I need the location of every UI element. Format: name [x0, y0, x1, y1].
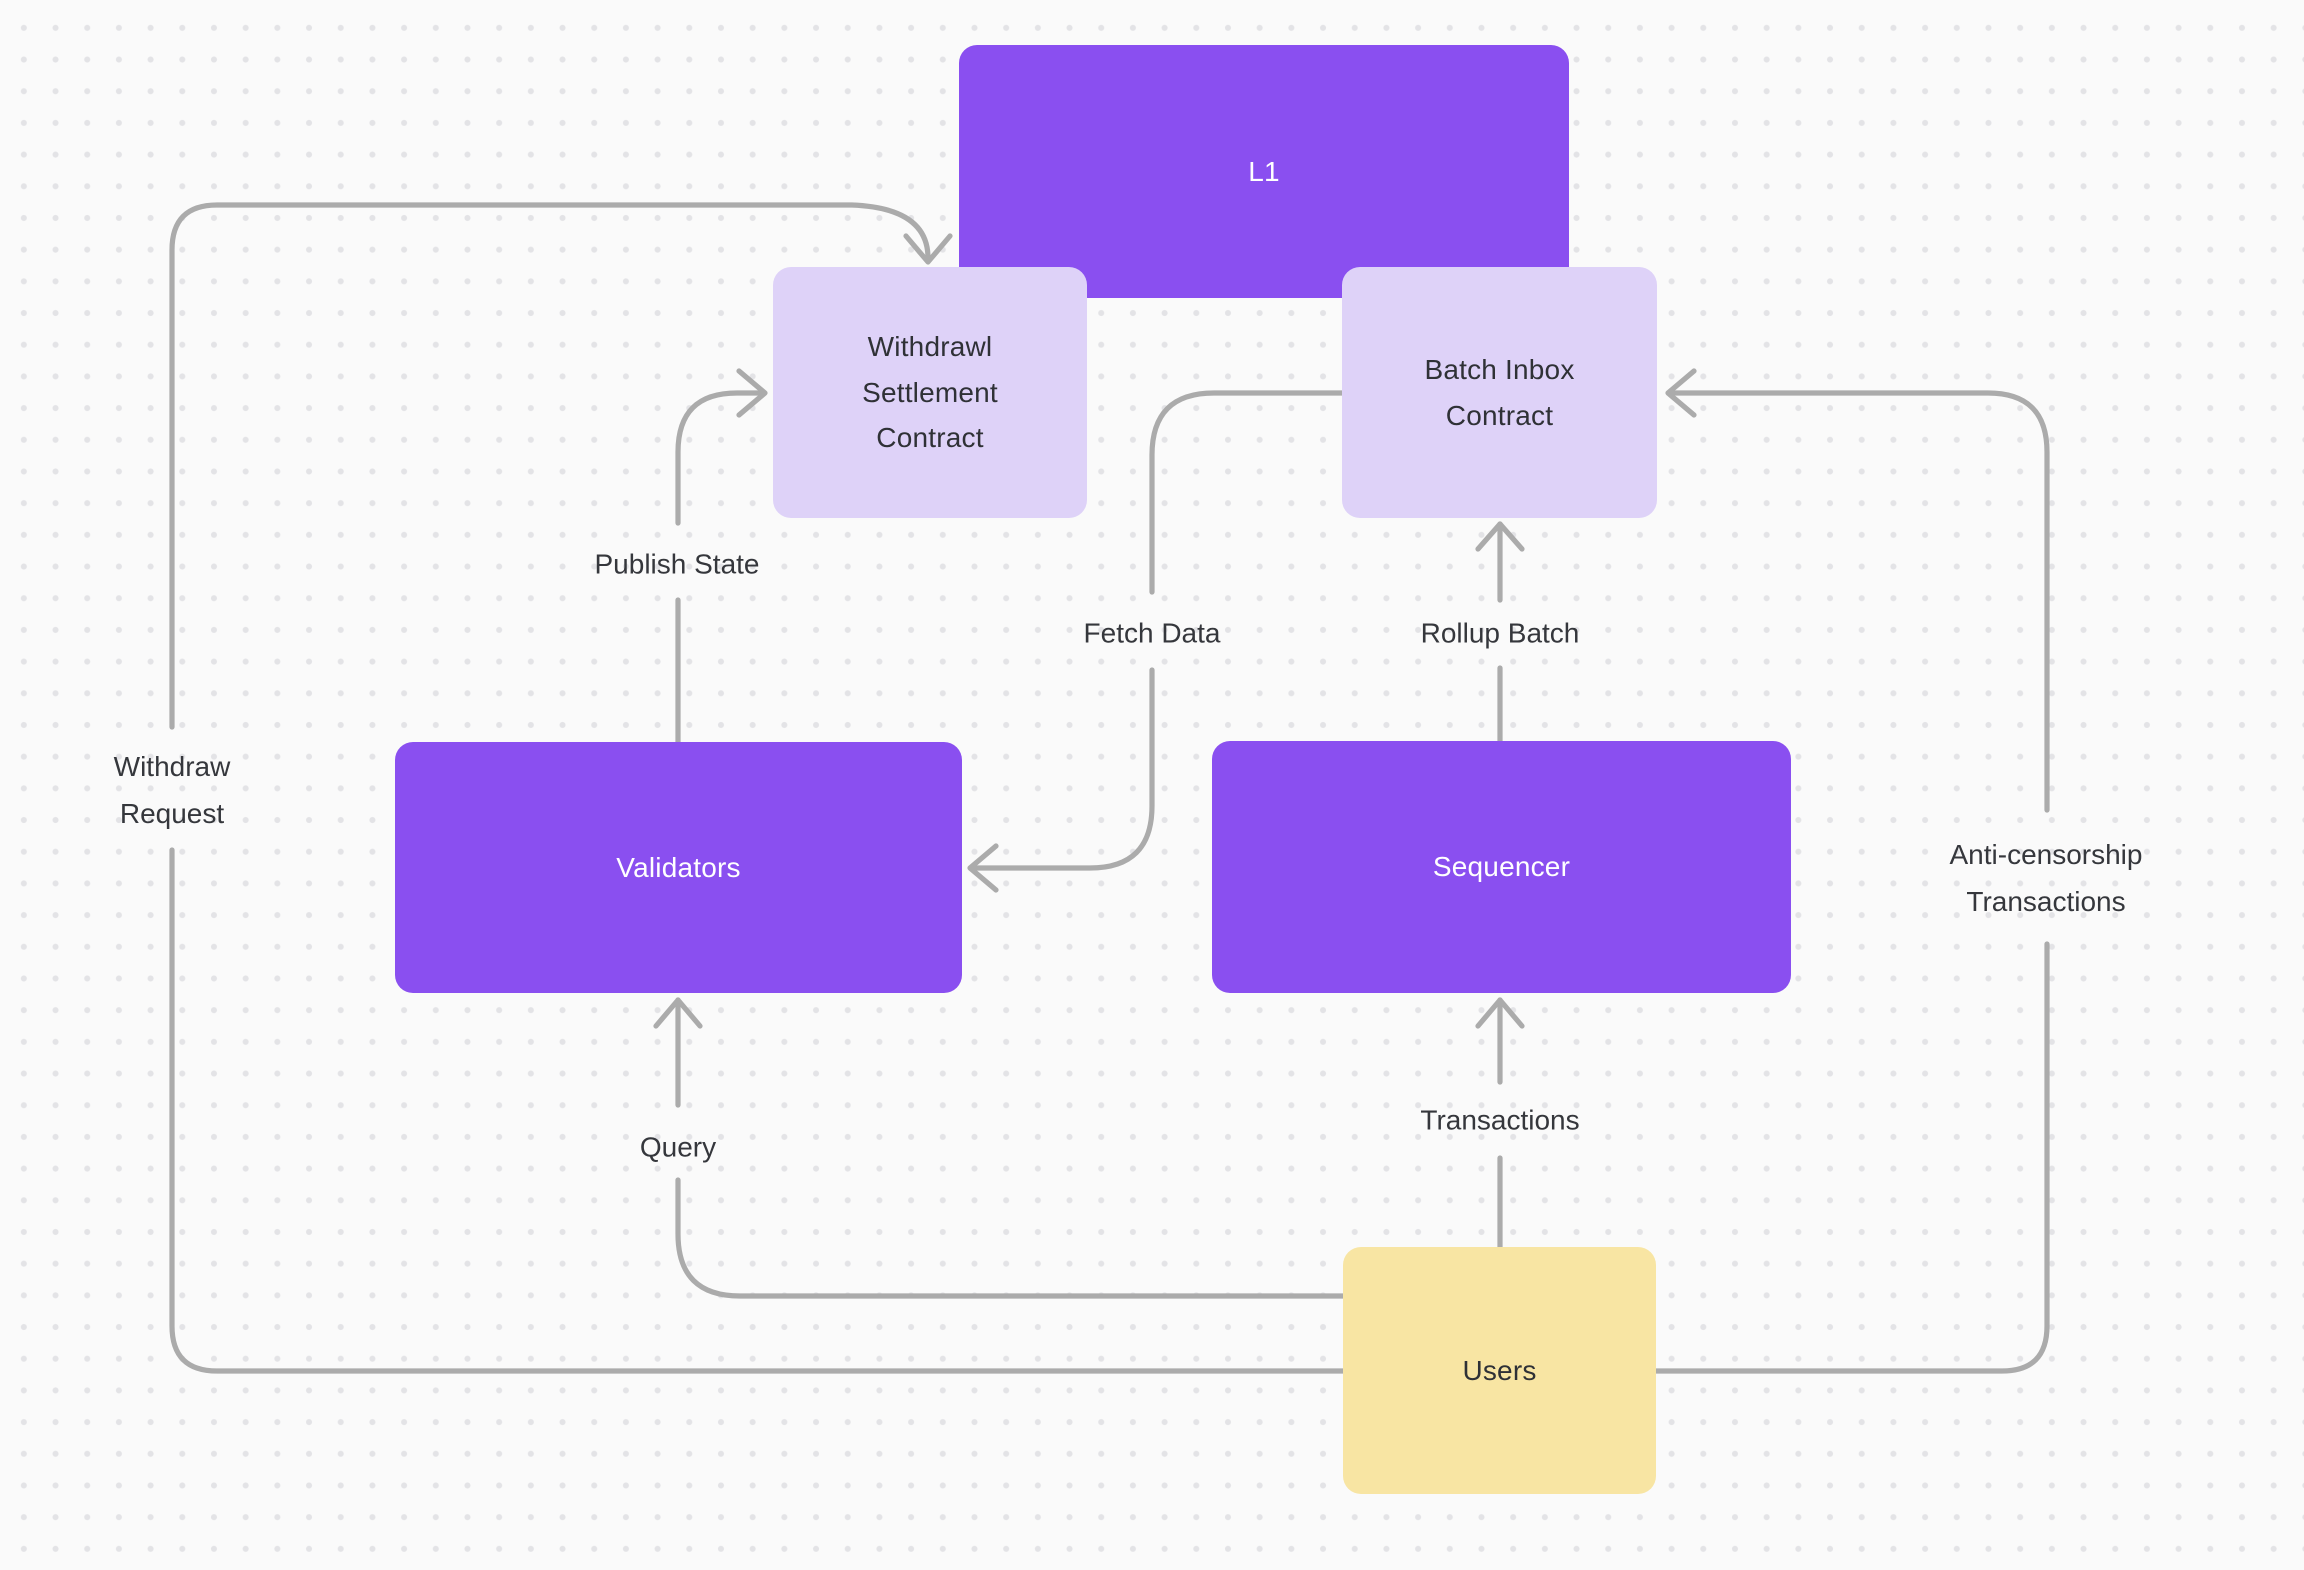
connector-withdraw-request-lower [169, 847, 1346, 1374]
connector-query-lower [675, 1177, 1346, 1299]
edge-label-rollup-batch[interactable]: Rollup Batch [1420, 617, 1580, 649]
connector-query[interactable] [653, 997, 1346, 1299]
connector-fetch-data-lower [969, 667, 1155, 871]
node-validators[interactable]: Validators [395, 742, 962, 993]
arrowhead-up-icon [653, 997, 703, 1029]
connector-anti-censorship-lower [1653, 941, 2050, 1374]
edge-label-fetch-data[interactable]: Fetch Data [1083, 617, 1221, 649]
connector-fetch-data[interactable] [967, 390, 1345, 893]
node-l1[interactable]: L1 [959, 45, 1569, 298]
arrowhead-up-icon [1475, 997, 1525, 1029]
arrowhead-up-icon [1475, 521, 1525, 552]
connector-anti-censorship[interactable] [1653, 368, 2050, 1374]
connector-anti-censorship-upper [1667, 390, 2050, 813]
connector-publish-state-upper [675, 390, 766, 526]
connector-transactions[interactable] [1475, 997, 1525, 1250]
arrowhead-right-icon [736, 368, 768, 418]
connector-publish-state[interactable] [675, 368, 768, 745]
edge-label-query[interactable]: Query [639, 1131, 717, 1163]
edge-label-publish-state[interactable]: Publish State [594, 548, 760, 580]
edge-label-transactions[interactable]: Transactions [1420, 1104, 1580, 1136]
connector-withdraw-request-upper [169, 202, 931, 730]
node-sequencer[interactable]: Sequencer [1212, 741, 1791, 993]
edge-label-withdraw-request[interactable]: Withdraw Request [113, 750, 231, 829]
arrowhead-left-icon [967, 843, 999, 893]
connector-withdraw-request[interactable] [169, 202, 1346, 1374]
node-withdrawal-settlement-contract[interactable]: Withdrawl Settlement Contract [773, 267, 1087, 518]
arrowhead-down-icon [903, 233, 953, 265]
node-batch-inbox-contract[interactable]: Batch Inbox Contract [1342, 267, 1657, 518]
connector-fetch-data-upper [1149, 390, 1345, 595]
node-users[interactable]: Users [1343, 1247, 1656, 1494]
edge-label-anti-censorship-transactions[interactable]: Anti-censorship Transactions [1949, 838, 2143, 917]
connector-rollup-batch[interactable] [1475, 521, 1525, 744]
arrowhead-left-icon [1665, 368, 1697, 418]
